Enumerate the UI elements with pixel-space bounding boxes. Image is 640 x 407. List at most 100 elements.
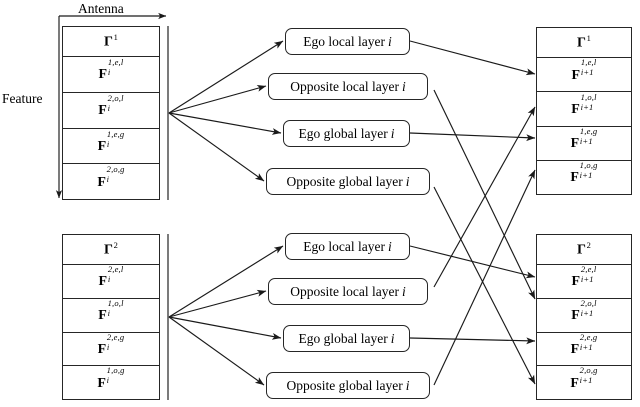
gamma-symbol: Γ — [103, 242, 114, 258]
gamma-superscript: 1 — [113, 32, 119, 43]
layer-box-label: Ego global layer — [298, 125, 388, 141]
output-stack-2-gamma-cell: Γ2 — [537, 235, 631, 265]
wire-top-opposite-local-to-out2-row2 — [433, 89, 536, 300]
output-stack-1-gamma-cell: Γ1 — [537, 28, 631, 58]
feature-superscript: 2,o,l — [107, 92, 124, 103]
feature-subscript: i+1 — [580, 67, 594, 78]
feature-superscript: 1,o,g — [106, 365, 125, 376]
layer-box-label: Ego global layer — [298, 330, 388, 346]
wire-in1-to-top-opposite-local — [168, 85, 267, 114]
feature-subscript: i — [106, 174, 110, 185]
wire-top-ego-local-to-out1-row1 — [409, 40, 536, 76]
feature-symbol: F — [98, 103, 108, 119]
feature-superscript: 2,o,l — [580, 297, 597, 308]
feature-symbol: F — [571, 101, 581, 117]
layer-box-label: Opposite local layer — [290, 78, 399, 94]
feature-superscript: 2,e,g — [106, 331, 125, 342]
feature-symbol: F — [98, 67, 108, 83]
layer-index: i — [401, 283, 406, 299]
feature-symbol: F — [97, 375, 107, 391]
feature-superscript: 2,e,g — [579, 331, 598, 342]
feature-superscript: 1,e,l — [580, 57, 597, 68]
feature-symbol: F — [571, 274, 581, 290]
feature-superscript: 2,o,g — [579, 365, 598, 376]
input-stack-2-gamma-cell: Γ2 — [63, 235, 159, 265]
feature-symbol: F — [97, 174, 107, 190]
gamma-symbol: Γ — [576, 35, 587, 51]
feature-superscript: 2,e,l — [107, 264, 124, 275]
layer-box-label: Opposite global layer — [286, 377, 403, 393]
feature-subscript: i — [107, 274, 111, 284]
feature-symbol: F — [570, 136, 580, 152]
feature-symbol: F — [97, 138, 107, 154]
feature-subscript: i+1 — [579, 341, 593, 352]
gamma-symbol: Γ — [576, 242, 587, 258]
antenna-axis-label: Antenna — [78, 1, 124, 16]
layer-index: i — [387, 33, 392, 49]
feature-superscript: 2,o,g — [106, 164, 125, 175]
feature-superscript: 1,e,l — [107, 57, 124, 68]
layer-index: i — [405, 377, 410, 393]
layer-box-label: Ego local layer — [303, 33, 385, 49]
feature-superscript: 1,o,l — [107, 297, 124, 308]
layer-index: i — [390, 125, 395, 141]
feature-symbol: F — [571, 308, 581, 324]
feature-symbol: F — [570, 170, 580, 186]
feature-symbol: F — [570, 341, 580, 357]
feature-subscript: i — [107, 307, 111, 318]
layer-box-label: Opposite local layer — [290, 283, 399, 299]
feature-superscript: 1,o,g — [579, 160, 598, 171]
layer-box-label: Ego local layer — [303, 238, 385, 254]
feature-subscript: i — [107, 102, 111, 113]
feature-subscript: i — [106, 375, 110, 386]
feature-subscript: i — [106, 138, 110, 149]
wire-top-opposite-global-to-out2-row4 — [433, 186, 536, 385]
feature-symbol: F — [570, 375, 580, 391]
input-stack-1-gamma-cell: Γ1 — [63, 27, 159, 57]
feature-subscript: i — [106, 341, 110, 352]
feature-subscript: i — [107, 67, 111, 77]
wire-bottom-opposite-global-to-out1-row4 — [433, 169, 536, 386]
wire-in2-to-bottom-opposite-global — [168, 316, 265, 386]
layer-index: i — [387, 238, 392, 254]
wire-in2-to-bottom-ego-local — [168, 245, 284, 318]
gamma-symbol: Γ — [103, 34, 114, 50]
wire-in2-to-bottom-ego-global — [168, 316, 282, 340]
wire-top-ego-global-to-out1-row3 — [409, 132, 536, 142]
feature-symbol: F — [571, 67, 581, 83]
wire-bottom-ego-global-to-out2-row3 — [409, 337, 536, 345]
feature-subscript: i+1 — [579, 375, 593, 386]
gamma-superscript: 1 — [586, 33, 592, 44]
layer-index: i — [405, 173, 410, 189]
feature-subscript: i+1 — [580, 274, 594, 284]
feature-symbol: F — [97, 341, 107, 357]
feature-symbol: F — [98, 308, 108, 324]
feature-superscript: 1,e,g — [579, 125, 598, 136]
feature-subscript: i+1 — [580, 101, 594, 112]
wire-bottom-ego-local-to-out2-row1 — [409, 245, 536, 279]
